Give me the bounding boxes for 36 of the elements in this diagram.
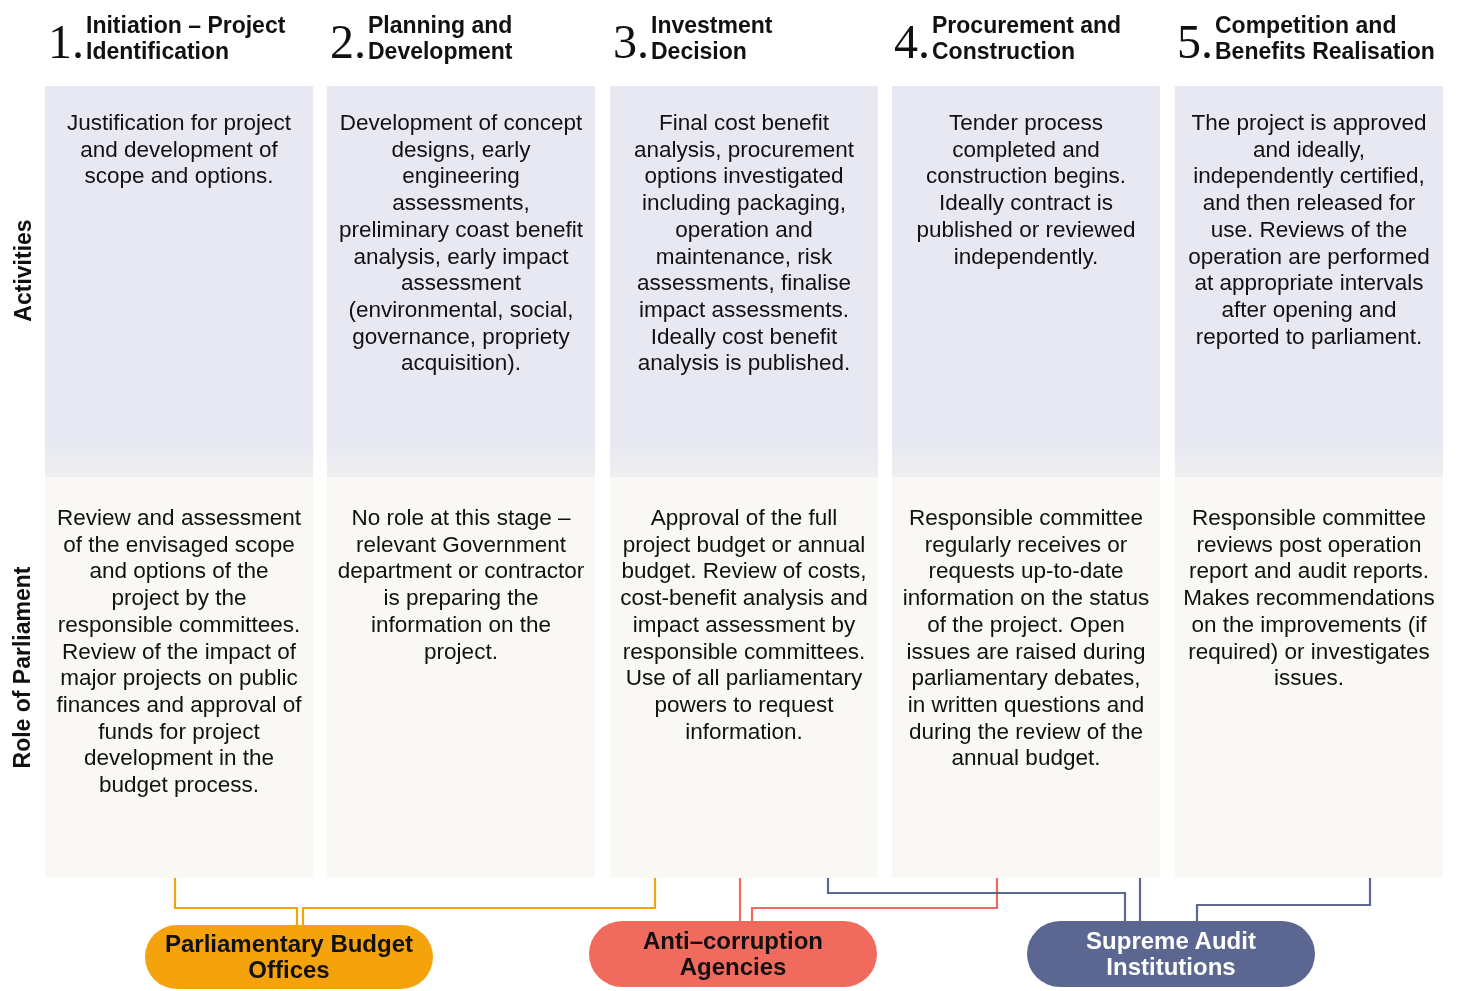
connector-line (1138, 878, 1142, 921)
connector-line (750, 878, 999, 921)
agency-pill: Supreme Audit Institutions (1027, 921, 1315, 987)
activity-description: Tender process completed and construction begins. Ideally contract is published or reviewed independently. (915, 110, 1137, 271)
activity-description: The project is approved and ideally, independently certified, and then released for use. Reviews of the operation are performed at appropriate intervals after opening and reported to parliament. (1187, 110, 1431, 351)
parliament-role-description: Approval of the full project budget or annual budget. Review of costs, cost-benefit analysis and impact assessment by responsible committees. Use of all parliamentary powers to request information. (619, 505, 869, 746)
step-title: Planning and Development (368, 12, 514, 64)
parliament-role-description: Responsible committee regularly receives or requests up-to-date information on the status of the project. Open issues are raised during parliamentary debates, in written questions and during the review of the annual budget. (901, 505, 1151, 773)
step-number: 2. (330, 20, 366, 64)
activity-description: Justification for project and development of scope and options. (66, 110, 292, 191)
step-title: Competition and Benefits Realisation (1215, 12, 1436, 64)
parliament-role-panel (1175, 477, 1443, 878)
parliament-role-description: Responsible committee reviews post operation report and audit reports. Makes recommendations on the improvements (if required) or investigates issues. (1183, 505, 1435, 692)
agency-pill: Anti–corruption Agencies (589, 921, 877, 987)
parliament-role-panel (892, 477, 1160, 878)
activity-description: Final cost benefit analysis, procurement options investigated including packaging, operation and maintenance, risk assessments, finalise impact assessments. Ideally cost benefit analysis is published. (632, 110, 856, 378)
step-number: 5. (1177, 20, 1213, 64)
connector-line (173, 878, 299, 925)
row-label: Activities (9, 218, 37, 322)
step-title: Procurement and Construction (932, 12, 1123, 64)
connector-line (826, 878, 1127, 921)
parliament-role-description: No role at this stage – relevant Government department or contractor is preparing the information on the project. (336, 505, 586, 666)
parliament-role-panel (45, 477, 313, 878)
connector-line (1195, 878, 1372, 921)
step-title: Investment Decision (651, 12, 774, 64)
row-label: Role of Parliament (9, 566, 37, 768)
step-number: 3. (613, 20, 649, 64)
activity-description: Development of concept designs, early engineering assessments, preliminary coast benefit analysis, early impact assessment (environmental, social, governance, propriety acquisition). (338, 110, 584, 378)
step-number: 1. (48, 20, 84, 64)
step-number: 4. (894, 20, 930, 64)
connector-line (738, 878, 742, 921)
parliament-role-description: Review and assessment of the envisaged scope and options of the project by the responsible committees. Review of the impact of major projects on public finances and approval of funds for project development in the budget process. (55, 505, 303, 799)
agency-pill: Parliamentary Budget Offices (145, 925, 433, 989)
step-title: Initiation – Project Identification (86, 12, 287, 64)
parliament-role-panel (610, 477, 878, 878)
connector-line (301, 878, 657, 925)
